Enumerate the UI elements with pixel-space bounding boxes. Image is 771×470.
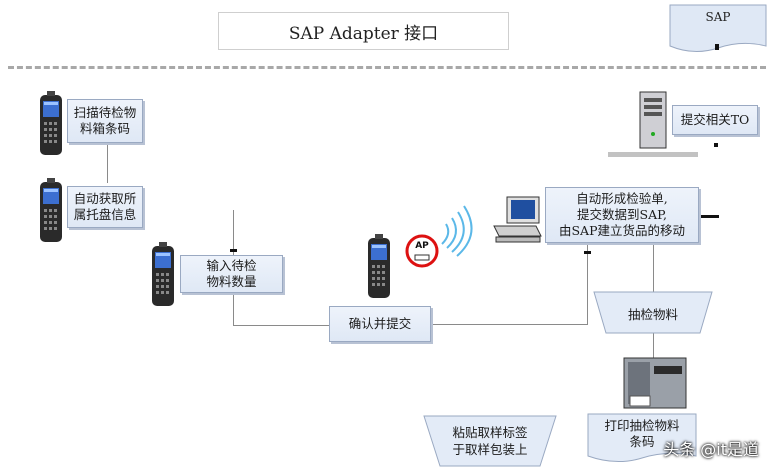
server-label-box-node: 提交相关TO (672, 105, 758, 135)
sample-node-label: 抽检物料 (627, 307, 678, 322)
access-point-label: AP (415, 241, 429, 251)
form-right-tick (699, 215, 719, 218)
print-node-label: 打印抽检物料 条码 (604, 418, 680, 449)
input-tick (230, 249, 237, 252)
auto-get-box-node: 自动获取所 属托盘信息 (67, 186, 143, 228)
section-divider (8, 66, 766, 69)
watermark-text: 头条 @it是道 (663, 440, 759, 459)
sap-document-label: SAP (705, 10, 731, 24)
scan-box-node: 扫描待检物 料箱条码 (67, 99, 143, 143)
auto-form-box-node: 自动形成检验单, 提交数据到SAP, 由SAP建立货品的移动 (545, 187, 699, 243)
confirm-box-node: 确认并提交 (329, 306, 431, 342)
paste-node-label: 粘贴取样标签 于取样包装上 (452, 425, 528, 457)
connector-input-to-confirm-h (233, 325, 329, 326)
form-tick (584, 251, 591, 254)
input-qty-box-node: 输入待检 物料数量 (180, 255, 283, 293)
connector-confirm-to-form-h (431, 324, 587, 325)
connector-sample-to-print (653, 333, 654, 360)
connector-form-to-sample (653, 244, 654, 292)
server-tick (714, 143, 718, 147)
connector-scan-to-auto (107, 143, 108, 183)
diagram-title: SAP Adapter 接口 (218, 12, 509, 50)
connector-confirm-to-form-v (587, 242, 588, 325)
